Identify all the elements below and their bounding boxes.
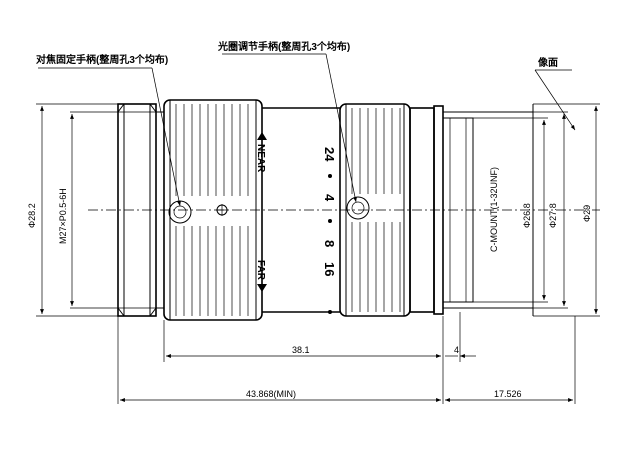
ring-span-dimension: 38.1 [292, 345, 310, 355]
scale-mark-16: 16 [322, 262, 337, 276]
annotation-leaders [38, 53, 576, 207]
scale-mark-4: 4 [322, 194, 337, 202]
front-diameter-label: Φ28.2 [27, 203, 37, 228]
image-plane-annotation: 像面 [537, 56, 558, 69]
middle-body [262, 107, 340, 313]
iris-ring [339, 103, 411, 317]
back-focus-dimension: 17.526 [494, 389, 522, 399]
mount-thread-label: C-MOUNT(1-32UNF) [489, 167, 499, 252]
mount-diameter-dimensions [473, 103, 600, 317]
focus-ring [163, 99, 263, 321]
front-barrel [117, 103, 165, 317]
front-thread-label: M27×P0.5-6H [58, 188, 68, 244]
scale-mark-8: 8 [322, 240, 337, 247]
focus-scale: NEAR FAR 24 4 8 16 [255, 132, 337, 314]
front-diameter-dimension [36, 103, 118, 317]
rear-diameter-2-label: Φ27.8 [548, 203, 558, 228]
rear-diameter-1-label: Φ26.8 [522, 203, 532, 228]
rear-body [409, 104, 534, 316]
far-label: FAR [255, 260, 266, 281]
flange-offset-dimension: 4 [454, 345, 459, 355]
scale-mark-24: 24 [322, 147, 337, 162]
total-length-dimension: 43.868(MIN) [246, 389, 296, 399]
focus-ring-hole-annotation: 对焦固定手柄(整周孔3个均布) [36, 53, 168, 66]
iris-ring-hole-annotation: 光圈调节手柄(整周孔3个均布) [217, 40, 350, 53]
rear-diameter-3-label: Φ29 [582, 205, 592, 222]
near-label: NEAR [255, 144, 266, 173]
front-thread-dimension [70, 111, 118, 309]
horizontal-dimensions [117, 312, 576, 404]
